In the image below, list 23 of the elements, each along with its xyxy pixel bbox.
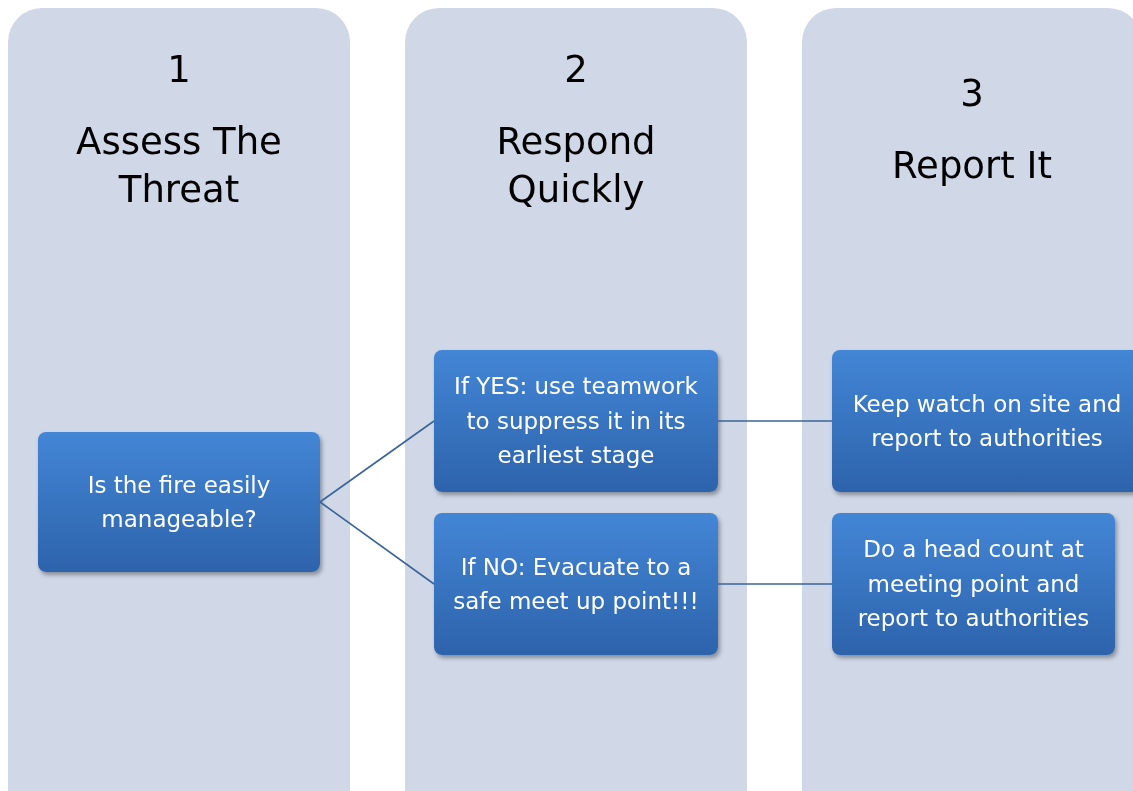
process-box xyxy=(434,350,718,492)
step-number: 3 xyxy=(959,71,985,117)
column-panel xyxy=(405,8,747,791)
process-box xyxy=(38,432,320,572)
column-panel xyxy=(802,8,1133,791)
column-panel xyxy=(8,8,350,791)
step-title: Report It xyxy=(891,143,1053,189)
step-title: Assess The Threat xyxy=(75,119,283,214)
process-box xyxy=(434,513,718,655)
connector-line xyxy=(717,583,833,585)
box-text: If YES: use teamwork to suppress it in its earliest stage xyxy=(453,372,699,471)
process-box xyxy=(832,513,1115,655)
step-number: 2 xyxy=(563,47,589,93)
connector-line xyxy=(717,420,833,422)
box-text: Do a head count at meeting point and report to authorities xyxy=(856,535,1091,634)
connector-line xyxy=(319,501,435,585)
process-box xyxy=(832,350,1133,492)
box-text: Keep watch on site and report to authorities xyxy=(851,389,1123,453)
step-title: Respond Quickly xyxy=(495,119,657,214)
connector-line xyxy=(319,420,435,503)
box-text: Is the fire easily manageable? xyxy=(86,470,272,534)
box-text: If NO: Evacuate to a safe meet up point!!! xyxy=(452,552,700,616)
step-number: 1 xyxy=(166,47,192,93)
